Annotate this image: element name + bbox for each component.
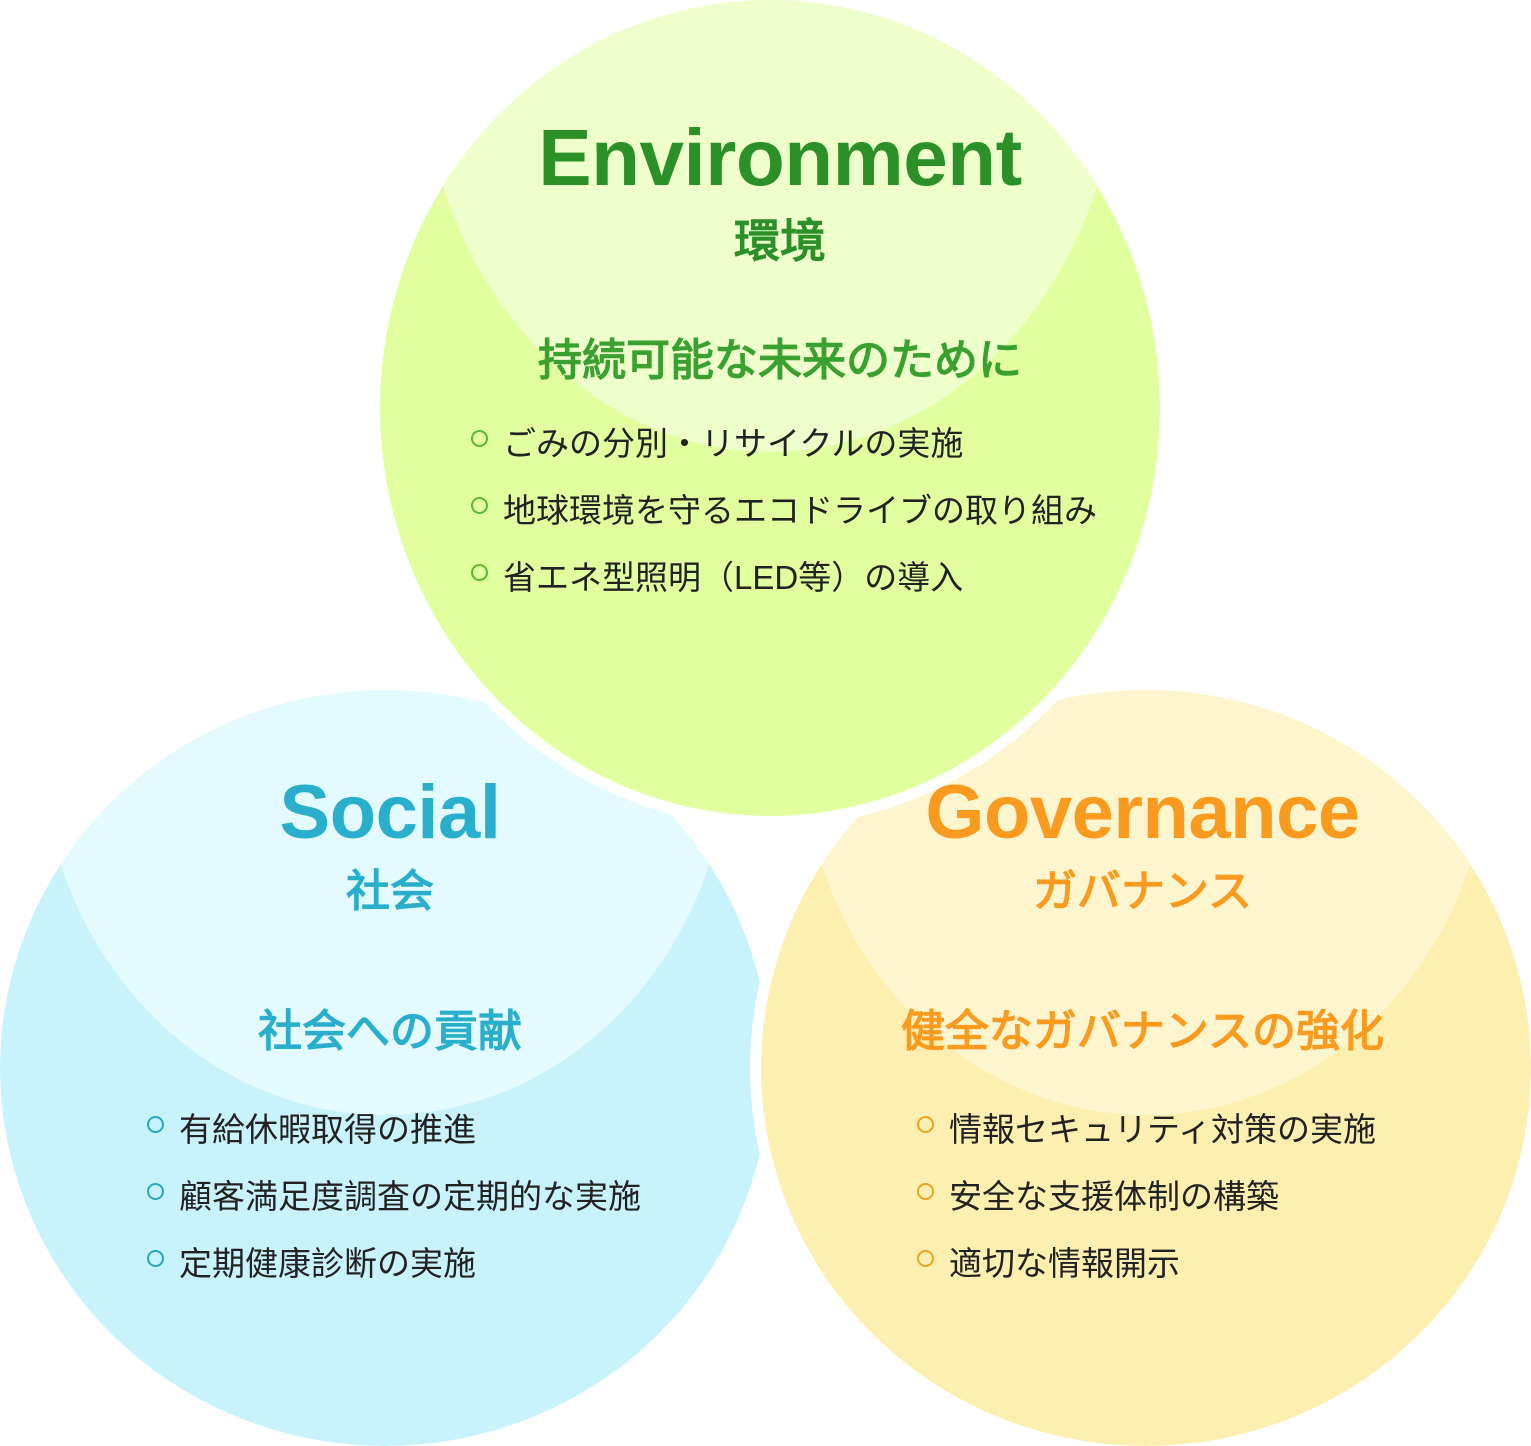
governance-circle-content: Governance ガバナンス 健全なガバナンスの強化 情報セキュリティ対策の… xyxy=(770,775,1515,1304)
social-circle-content: Social 社会 社会への貢献 有給休暇取得の推進 顧客満足度調査の定期的な実… xyxy=(20,775,760,1304)
list-item: 安全な支援体制の構築 xyxy=(909,1170,1376,1218)
list-item-label: 情報セキュリティ対策の実施 xyxy=(948,1111,1377,1149)
environment-title-en: Environment xyxy=(538,113,1022,202)
circle-bullet-icon xyxy=(471,497,488,515)
social-bullet-list: 有給休暇取得の推進 顧客満足度調査の定期的な実施 定期健康診断の実施 xyxy=(139,1103,641,1304)
list-item-label: ごみの分別・リサイクルの実施 xyxy=(503,425,964,463)
environment-circle-content: Environment 環境 持続可能な未来のために ごみの分別・リサイクルの実… xyxy=(380,118,1180,618)
list-item: 適切な情報開示 xyxy=(909,1237,1376,1285)
circle-bullet-icon xyxy=(916,1250,934,1268)
list-item-label: 定期健康診断の実施 xyxy=(179,1245,476,1283)
list-item-label: 地球環境を守るエコドライブの取り組み xyxy=(503,492,1097,530)
social-title-ja: 社会 xyxy=(346,867,434,916)
circle-bullet-icon xyxy=(916,1116,934,1134)
environment-bullet-list: ごみの分別・リサイクルの実施 地球環境を守るエコドライブの取り組み 省エネ型照明… xyxy=(463,417,1097,618)
governance-lead-text: 健全なガバナンスの強化 xyxy=(900,1007,1385,1056)
governance-title-en: Governance xyxy=(925,770,1360,855)
environment-title-ja: 環境 xyxy=(734,215,826,267)
circle-bullet-icon xyxy=(471,564,488,582)
list-item-label: 有給休暇取得の推進 xyxy=(179,1111,476,1149)
circle-bullet-icon xyxy=(147,1183,164,1201)
list-item: 有給休暇取得の推進 xyxy=(139,1103,641,1151)
list-item: 情報セキュリティ対策の実施 xyxy=(909,1103,1376,1151)
list-item-label: 適切な情報開示 xyxy=(948,1245,1180,1283)
social-lead-text: 社会への貢献 xyxy=(258,1007,522,1056)
social-title-en: Social xyxy=(279,770,501,855)
governance-title-ja: ガバナンス xyxy=(1032,867,1253,916)
environment-lead-text: 持続可能な未来のために xyxy=(538,336,1022,385)
governance-bullet-list: 情報セキュリティ対策の実施 安全な支援体制の構築 適切な情報開示 xyxy=(909,1103,1376,1304)
list-item: 定期健康診断の実施 xyxy=(139,1237,641,1285)
social-circle-shape xyxy=(0,690,770,1446)
circle-bullet-icon xyxy=(916,1183,934,1201)
circle-bullet-icon xyxy=(147,1116,164,1134)
governance-circle-shape xyxy=(750,679,1531,1446)
list-item: ごみの分別・リサイクルの実施 xyxy=(463,417,1097,465)
list-item-label: 安全な支援体制の構築 xyxy=(948,1178,1279,1216)
circle-bullet-icon xyxy=(471,430,488,448)
list-item: 顧客満足度調査の定期的な実施 xyxy=(139,1170,641,1218)
environment-circle-shape xyxy=(369,0,1171,827)
list-item: 省エネ型照明（LED等）の導入 xyxy=(463,551,1097,599)
list-item-label: 顧客満足度調査の定期的な実施 xyxy=(179,1178,641,1216)
circle-bullet-icon xyxy=(147,1250,164,1268)
list-item: 地球環境を守るエコドライブの取り組み xyxy=(463,484,1097,532)
list-item-label: 省エネ型照明（LED等）の導入 xyxy=(503,559,964,597)
